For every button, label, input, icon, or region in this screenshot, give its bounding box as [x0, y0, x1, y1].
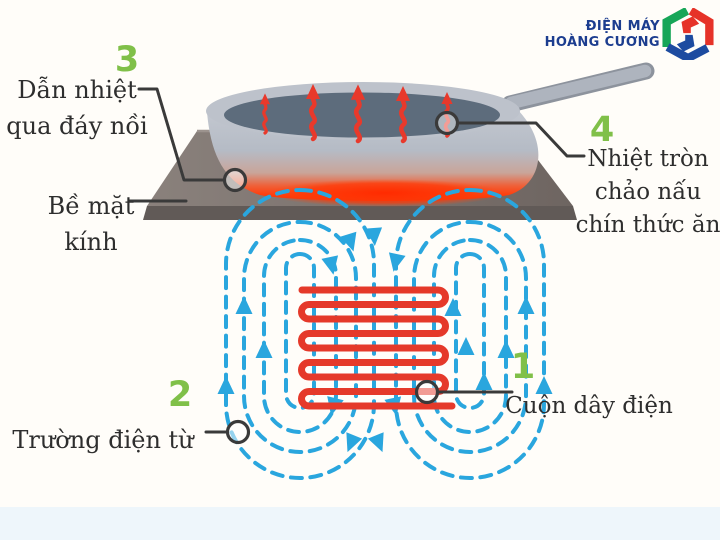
label-line: Bề mặt [47, 192, 135, 220]
pan-handle [501, 62, 655, 113]
callout-lines [128, 87, 586, 445]
label-electric-coil: Cuộn dây điện [505, 393, 673, 419]
label-line: qua đáy nồi [6, 112, 148, 140]
callout-line-3 [137, 87, 226, 182]
callout-marker-4 [434, 110, 460, 136]
pan-bottom-glow [267, 179, 503, 207]
label-electromagnetic-field: Trường điện từ [12, 426, 194, 454]
pan-interior [224, 92, 500, 138]
callout-marker-1 [414, 379, 440, 405]
label-heat-cooks-food: Nhiệt tròn chảo nấu chín thức ăn [576, 143, 720, 242]
brand-name-line2: HOÀNG CƯƠNG [544, 35, 660, 50]
callout-number-1: 1 [510, 347, 536, 387]
brand-name: ĐIỆN MÁY HOÀNG CƯƠNG [545, 19, 660, 51]
copper-coil [298, 286, 456, 410]
callout-number-2: 2 [167, 375, 193, 415]
label-line: chín thức ăn [575, 212, 720, 238]
brand-logo-icon [662, 8, 714, 60]
callout-line-4 [456, 121, 586, 158]
label-line: chảo nấu [594, 179, 702, 205]
label-heat-conduction: Dẫn nhiệt qua đáy nồi [6, 72, 147, 144]
callout-number-4: 4 [589, 110, 615, 150]
brand-name-line1: ĐIỆN MÁY [585, 19, 660, 34]
callout-number-3: 3 [114, 40, 140, 80]
callout-marker-3 [222, 167, 248, 193]
label-line: kính [64, 228, 118, 256]
label-line: Dẫn nhiệt [17, 76, 137, 104]
footer-strip [0, 507, 720, 540]
label-line: Nhiệt tròn [587, 146, 709, 172]
callout-marker-2 [225, 419, 251, 445]
label-glass-surface: Bề mặt kính [48, 188, 135, 260]
